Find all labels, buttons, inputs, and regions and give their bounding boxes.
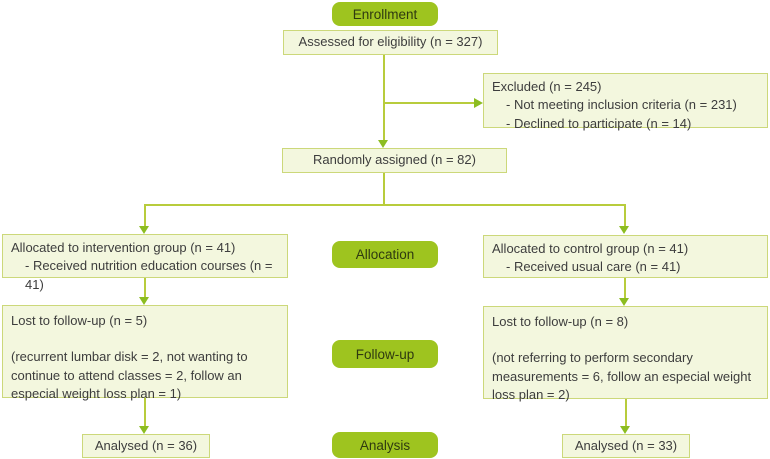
arrow-right-excluded-icon bbox=[474, 98, 483, 108]
badge-analysis-label: Analysis bbox=[359, 437, 411, 453]
connector-intervention-to-followup bbox=[144, 278, 146, 298]
box-randomly-assigned: Randomly assigned (n = 82) bbox=[282, 148, 507, 173]
box-randomly-assigned-text: Randomly assigned (n = 82) bbox=[313, 152, 476, 168]
box-excluded-item: - Not meeting inclusion criteria (n = 23… bbox=[506, 97, 737, 113]
box-allocated-intervention: Allocated to intervention group (n = 41)… bbox=[2, 234, 288, 292]
box-allocated-control-item: - Received usual care (n = 41) bbox=[506, 259, 681, 275]
badge-allocation: Allocation bbox=[332, 241, 438, 268]
arrow-down-control-icon bbox=[619, 226, 629, 234]
connector-split-horizontal bbox=[144, 204, 626, 206]
box-analysed-control: Analysed (n = 33) bbox=[562, 434, 690, 458]
arrow-down-analysed-right-icon bbox=[620, 426, 630, 434]
box-allocated-intervention-title: Allocated to intervention group (n = 41) bbox=[11, 240, 236, 255]
box-analysed-intervention: Analysed (n = 36) bbox=[82, 434, 210, 458]
box-allocated-control-title: Allocated to control group (n = 41) bbox=[492, 241, 689, 256]
box-excluded-title: Excluded (n = 245) bbox=[492, 79, 602, 94]
box-lost-follow-up-control-title: Lost to follow-up (n = 8) bbox=[492, 314, 629, 329]
arrow-down-randomized-icon bbox=[378, 140, 388, 148]
badge-follow-up: Follow-up bbox=[332, 340, 438, 368]
box-lost-follow-up-intervention-detail: (recurrent lumbar disk = 2, not wanting … bbox=[11, 349, 248, 402]
connector-followup-to-analysed-left bbox=[144, 398, 146, 427]
box-excluded-item: - Declined to participate (n = 14) bbox=[506, 115, 692, 131]
badge-enrollment: Enrollment bbox=[332, 2, 438, 26]
connector-assessed-to-randomized bbox=[383, 55, 385, 141]
box-lost-follow-up-intervention-title: Lost to follow-up (n = 5) bbox=[11, 313, 148, 328]
connector-split-to-intervention bbox=[144, 204, 146, 227]
arrow-down-followup-left-icon bbox=[139, 297, 149, 305]
box-lost-follow-up-control: Lost to follow-up (n = 8) (not referring… bbox=[483, 306, 768, 402]
box-excluded: Excluded (n = 245) - Not meeting inclusi… bbox=[483, 73, 768, 131]
arrow-down-analysed-left-icon bbox=[139, 426, 149, 434]
badge-follow-up-label: Follow-up bbox=[355, 346, 415, 362]
box-assessed-eligibility-text: Assessed for eligibility (n = 327) bbox=[298, 34, 483, 50]
box-assessed-eligibility: Assessed for eligibility (n = 327) bbox=[283, 30, 498, 55]
connector-randomized-to-split bbox=[383, 173, 385, 205]
box-analysed-control-text: Analysed (n = 33) bbox=[574, 437, 678, 453]
arrow-down-intervention-icon bbox=[139, 226, 149, 234]
badge-allocation-label: Allocation bbox=[355, 247, 415, 262]
box-lost-follow-up-intervention: Lost to follow-up (n = 5) (recurrent lum… bbox=[2, 305, 288, 401]
box-lost-follow-up-control-detail: (not referring to perform secondary meas… bbox=[492, 350, 752, 403]
badge-analysis: Analysis bbox=[332, 432, 438, 458]
box-allocated-intervention-item: - Received nutrition education courses (… bbox=[25, 258, 273, 292]
connector-followup-to-analysed-right bbox=[625, 399, 627, 427]
box-analysed-intervention-text: Analysed (n = 36) bbox=[94, 437, 198, 453]
connector-split-to-control bbox=[624, 204, 626, 227]
badge-enrollment-label: Enrollment bbox=[352, 6, 418, 22]
connector-control-to-followup bbox=[624, 278, 626, 299]
arrow-down-followup-right-icon bbox=[619, 298, 629, 306]
connector-to-excluded bbox=[384, 102, 475, 104]
box-allocated-control: Allocated to control group (n = 41) - Re… bbox=[483, 235, 768, 278]
